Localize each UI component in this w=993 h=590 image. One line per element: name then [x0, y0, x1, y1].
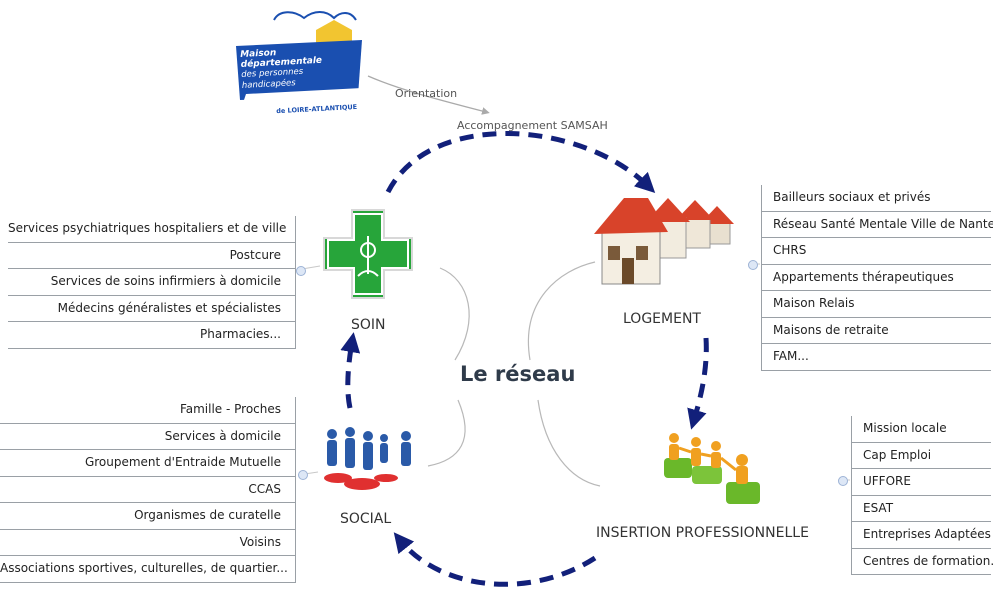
logement-item[interactable]: Maison Relais [761, 291, 991, 318]
social-item[interactable]: Famille - Proches [0, 397, 296, 424]
logement-item[interactable]: Bailleurs sociaux et privés [761, 185, 991, 212]
arrow-social-to-soin [340, 332, 361, 409]
soin-collapse-dot[interactable] [296, 266, 306, 276]
insertion-item[interactable]: Cap Emploi [851, 442, 991, 469]
link-center-soin [439, 267, 470, 361]
central-topic[interactable]: Le réseau [460, 362, 576, 386]
insertion-items: Mission locale Cap Emploi UFFORE ESAT En… [851, 416, 993, 575]
social-item[interactable]: Services à domicile [0, 423, 296, 450]
houses-icon [594, 198, 734, 285]
logement-item[interactable]: Appartements thérapeutiques [761, 264, 991, 291]
arrow-insertion-to-social [393, 532, 597, 587]
pharmacy-cross-icon [323, 209, 413, 299]
mdph-logo [236, 11, 362, 106]
logement-items: Bailleurs sociaux et privés Réseau Santé… [761, 185, 993, 371]
logement-item[interactable]: Maisons de retraite [761, 317, 991, 344]
orientation-label: Orientation [395, 87, 458, 100]
logement-collapse-dot[interactable] [748, 260, 758, 270]
logement-item[interactable]: CHRS [761, 238, 991, 265]
social-items: Famille - Proches Services à domicile Gr… [0, 397, 296, 583]
accompagnement-label: Accompagnement SAMSAH [457, 119, 608, 132]
node-label-insertion[interactable]: INSERTION PROFESSIONNELLE [596, 525, 809, 541]
social-item[interactable]: Groupement d'Entraide Mutuelle [0, 450, 296, 477]
insertion-collapse-dot[interactable] [838, 476, 848, 486]
insertion-item[interactable]: Entreprises Adaptées [851, 522, 991, 549]
insertion-item[interactable]: UFFORE [851, 469, 991, 496]
social-item[interactable]: Voisins [0, 529, 296, 556]
social-collapse-dot[interactable] [298, 470, 308, 480]
soin-item[interactable]: Médecins généralistes et spécialistes [8, 295, 296, 322]
link-center-social [427, 399, 466, 467]
soin-item[interactable]: Services psychiatriques hospitaliers et … [8, 216, 296, 243]
soin-items: Services psychiatriques hospitaliers et … [8, 216, 296, 349]
soin-item[interactable]: Services de soins infirmiers à domicile [8, 269, 296, 296]
orientation-arrow [367, 75, 490, 115]
social-item[interactable]: CCAS [0, 476, 296, 503]
social-item[interactable]: Associations sportives, culturelles, de … [0, 556, 296, 583]
link-center-logement [527, 261, 596, 361]
logement-item[interactable]: Réseau Santé Mentale Ville de Nantes [761, 211, 993, 238]
puzzle-people-icon [664, 433, 760, 504]
node-label-logement[interactable]: LOGEMENT [623, 311, 701, 327]
node-label-soin[interactable]: SOIN [351, 317, 386, 333]
people-icon [324, 427, 411, 490]
link-center-insertion [537, 399, 601, 487]
insertion-item[interactable]: Mission locale [851, 416, 991, 443]
mdph-logo-text: Maison départementale des personnes hand… [240, 44, 361, 118]
arrow-logement-to-insertion [687, 337, 709, 430]
insertion-item[interactable]: Centres de formation... [851, 548, 993, 575]
insertion-item[interactable]: ESAT [851, 495, 991, 522]
logement-item[interactable]: FAM... [761, 344, 991, 371]
soin-item[interactable]: Pharmacies... [8, 322, 296, 349]
node-label-social[interactable]: SOCIAL [340, 511, 392, 527]
logo-line-2: des personnes handicapées [241, 66, 304, 91]
arrow-soin-to-logement [385, 131, 656, 194]
soin-item[interactable]: Postcure [8, 242, 296, 269]
social-item[interactable]: Organismes de curatelle [0, 503, 296, 530]
